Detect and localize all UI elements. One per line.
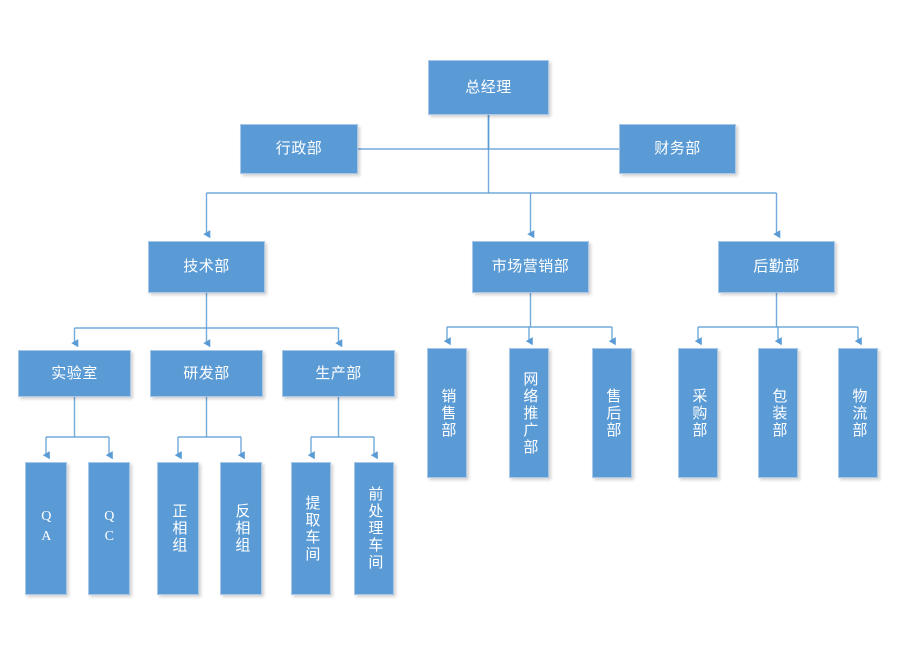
org-node-label: 采购部 [690, 387, 707, 439]
org-node-online[interactable]: 网络推广部 [509, 348, 549, 478]
org-node-label: 网络推广部 [521, 370, 538, 456]
org-node-finance[interactable]: 财务部 [619, 124, 736, 174]
org-node-logistic[interactable]: 物流部 [838, 348, 878, 478]
org-node-label: 包装部 [770, 387, 787, 439]
org-node-rd[interactable]: 研发部 [150, 350, 263, 397]
org-node-normal[interactable]: 正相组 [157, 462, 199, 595]
org-node-pretreat[interactable]: 前处理车间 [354, 462, 394, 595]
org-node-tech[interactable]: 技术部 [148, 241, 265, 293]
org-node-lab[interactable]: 实验室 [18, 350, 131, 397]
org-node-sales[interactable]: 销售部 [427, 348, 467, 478]
org-node-label: 后勤部 [753, 259, 800, 275]
org-node-extract[interactable]: 提取车间 [291, 462, 331, 595]
org-node-support[interactable]: 后勤部 [718, 241, 835, 293]
org-node-label: 行政部 [275, 141, 323, 157]
org-node-gm[interactable]: 总经理 [428, 60, 549, 115]
org-node-label: 市场营销部 [491, 259, 570, 275]
org-node-label: 财务部 [654, 141, 701, 157]
org-node-label: 售后部 [604, 387, 621, 439]
org-node-label: 正相组 [170, 503, 187, 554]
org-node-prod[interactable]: 生产部 [282, 350, 395, 397]
org-node-purchase[interactable]: 采购部 [678, 348, 718, 478]
org-node-qa[interactable]: QA [25, 462, 67, 595]
org-node-label: 反相组 [233, 503, 250, 554]
org-node-label: 前处理车间 [366, 486, 383, 571]
org-node-admin[interactable]: 行政部 [240, 124, 358, 174]
org-node-label: 物流部 [850, 387, 867, 439]
org-node-qc[interactable]: QC [88, 462, 130, 595]
org-node-label: 生产部 [315, 365, 362, 382]
org-node-label: 提取车间 [303, 494, 320, 563]
org-node-after[interactable]: 售后部 [592, 348, 632, 478]
org-node-label: 销售部 [439, 387, 456, 439]
org-node-reverse[interactable]: 反相组 [220, 462, 262, 595]
org-node-label: 实验室 [51, 365, 98, 382]
org-node-package[interactable]: 包装部 [758, 348, 798, 478]
org-node-label: QC [101, 508, 117, 549]
org-node-label: 总经理 [465, 79, 512, 96]
org-node-label: 技术部 [183, 259, 230, 275]
org-node-market[interactable]: 市场营销部 [472, 241, 589, 293]
org-node-label: QA [38, 508, 54, 549]
org-node-label: 研发部 [183, 365, 230, 382]
